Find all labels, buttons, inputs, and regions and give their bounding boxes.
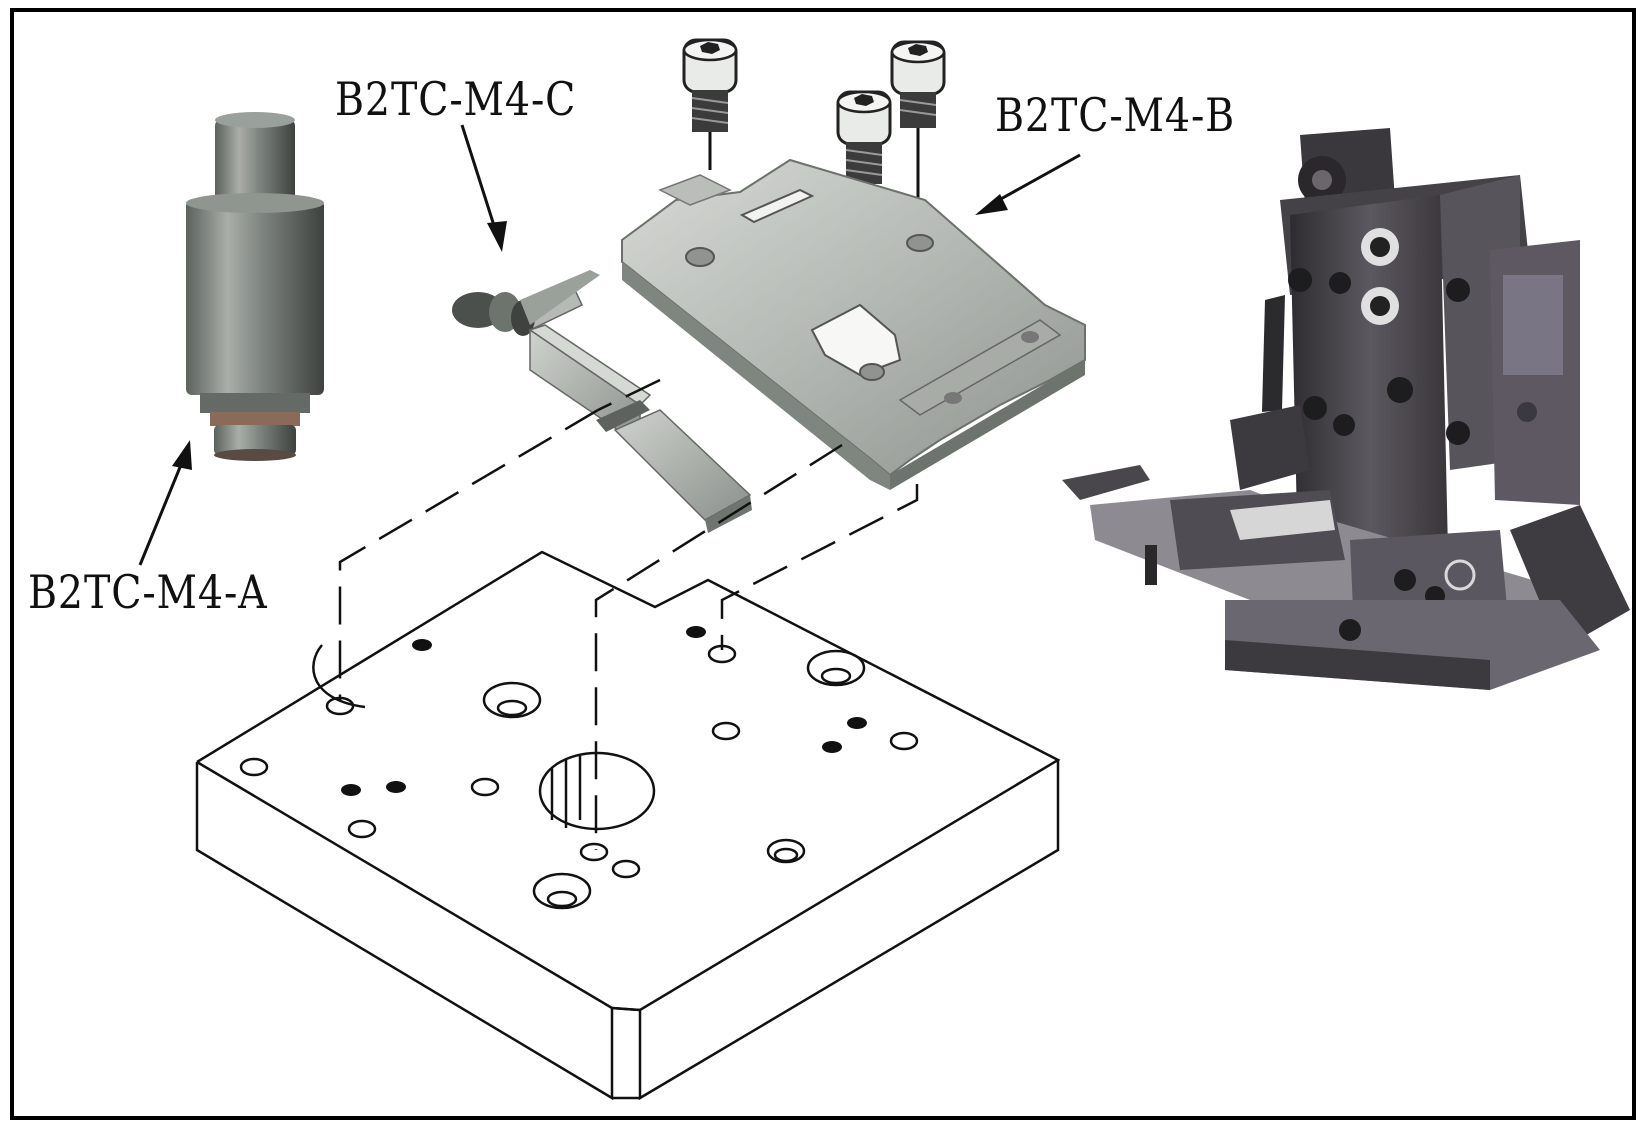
- large-hole-hatching: [550, 756, 582, 828]
- base-plate-drawing: [195, 550, 1061, 1101]
- part-c-handle-image: [452, 270, 752, 533]
- arrow-part-b: [975, 153, 1081, 215]
- label-part-b: B2TC-M4-B: [995, 88, 1236, 142]
- base-plate-small-holes: [341, 626, 867, 796]
- part-a-adapter-image: [186, 112, 324, 461]
- arrow-part-a: [138, 440, 192, 566]
- label-part-c: B2TC-M4-C: [335, 72, 577, 126]
- screw-middle: [836, 90, 892, 184]
- arrow-part-c: [460, 124, 507, 252]
- crimping-machine-image: [1062, 128, 1630, 690]
- part-b-plate-image: [621, 158, 1086, 490]
- screw-left: [682, 38, 738, 132]
- assembly-guide-lines: [338, 378, 919, 850]
- label-part-a: B2TC-M4-A: [28, 565, 268, 619]
- screw-right: [890, 40, 946, 128]
